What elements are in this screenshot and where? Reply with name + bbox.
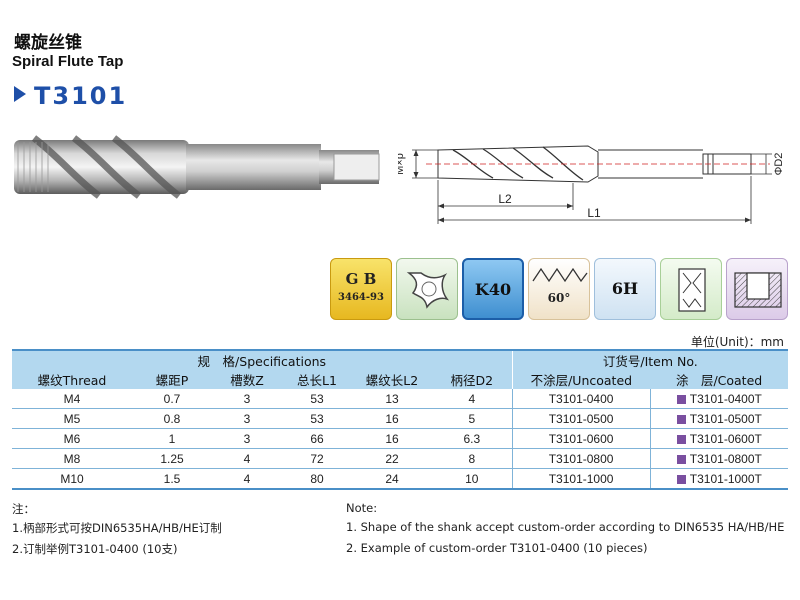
title-chinese: 螺旋丝锥 [14,33,82,53]
group-specifications: 规 格/Specifications [12,349,513,370]
coated-item-number: T3101-0800T [689,451,762,466]
table-cell: T3101-0500 [512,408,651,429]
table-cell: 4 [212,448,282,469]
table-cell: 5 [432,408,513,429]
material-badge: K40 [462,258,524,320]
standard-badge: G B 3464-93 [330,258,392,320]
coated-item-number: T3101-0400T [689,391,762,406]
table-cell: 6.3 [432,428,513,449]
table-cell: M10 [12,468,132,490]
coated-item-number: T3101-0600T [689,431,762,446]
table-cell: 80 [282,468,352,490]
table-cell: 72 [282,448,352,469]
table-cell: T3101-1000T [650,468,789,490]
table-cell: 3 [212,408,282,429]
column-header: 槽数Z [212,370,282,389]
hole-type-icon [726,258,788,320]
triangle-icon [14,86,26,102]
tolerance-value: 6H [611,279,639,298]
table-cell: 0.8 [132,408,212,429]
note-title-cn: 注： [12,502,35,516]
standard-gb: G B [345,270,377,288]
coated-item-number: T3101-0500T [689,411,762,426]
coated-marker-icon [676,474,686,484]
note-en-1: 1. Shape of the shank accept custom-orde… [346,520,785,534]
table-cell: T3101-0500T [650,408,789,429]
table-cell: M5 [12,408,132,429]
coated-marker-icon [676,394,686,404]
column-header: 不涂层/Uncoated [512,370,651,389]
material-code: K40 [474,280,512,299]
coated-item-number: T3101-1000T [689,471,762,486]
product-photo [14,135,380,199]
tolerance-badge: 6H [594,258,656,320]
table-cell: 16 [352,408,432,429]
table-cell: T3101-0800T [650,448,789,469]
spec-table: 规 格/Specifications 订货号/Item No. 螺纹Thread… [12,349,789,490]
table-cell: M6 [12,428,132,449]
table-cell: T3101-0800 [512,448,651,469]
flute-count-icon [396,258,458,320]
coated-marker-icon [676,414,686,424]
table-cell: 1.25 [132,448,212,469]
standard-code: 3464-93 [338,292,384,303]
table-cell: 4 [432,389,513,409]
column-header: 螺纹长L2 [352,370,432,389]
note-cn-1: 1.柄部形式可按DIN6535HA/HB/HE订制 [12,521,222,535]
table-cell: 53 [282,389,352,409]
column-header: 柄径D2 [432,370,513,389]
column-header: 涂 层/Coated [650,370,789,389]
unit-label: 单位(Unit)：mm [690,335,784,349]
title-english: Spiral Flute Tap [12,53,124,70]
table-cell: T3101-0600 [512,428,651,449]
label-l2: L2 [498,192,512,206]
note-title-en: Note: [346,501,378,515]
table-cell: 1 [132,428,212,449]
column-header: 总长L1 [282,370,352,389]
table-cell: 53 [282,408,352,429]
note-cn-2: 2.订制举例T3101-0400 (10支) [12,542,178,556]
note-en-2: 2. Example of custom-order T3101-0400 (1… [346,541,648,555]
coated-marker-icon [676,434,686,444]
table-cell: 13 [352,389,432,409]
group-item-number: 订货号/Item No. [512,349,789,370]
thread-angle-badge: 60° [528,258,590,320]
model-number: T3101 [14,82,127,110]
table-cell: 3 [212,389,282,409]
table-cell: 10 [432,468,513,490]
label-mxp: M×p [398,153,406,175]
table-cell: M4 [12,389,132,409]
model-code: T3101 [34,82,128,110]
table-cell: T3101-0600T [650,428,789,449]
table-cell: T3101-0400T [650,389,789,409]
label-d2: ΦD2 [773,153,785,176]
table-cell: 1.5 [132,468,212,490]
table-cell: 3 [212,428,282,449]
table-cell: M8 [12,448,132,469]
technical-drawing: M×p ΦD2 L2 L1 [398,145,785,224]
table-cell: T3101-1000 [512,468,651,490]
table-cell: 24 [352,468,432,490]
coated-marker-icon [676,454,686,464]
table-cell: 4 [212,468,282,490]
table-cell: T3101-0400 [512,389,651,409]
table-cell: 8 [432,448,513,469]
column-header: 螺纹Thread [12,370,132,389]
chamfer-type-icon [660,258,722,320]
label-l1: L1 [587,206,601,220]
table-cell: 16 [352,428,432,449]
thread-angle-value: 60° [547,291,571,305]
table-cell: 0.7 [132,389,212,409]
table-cell: 22 [352,448,432,469]
column-header: 螺距P [132,370,212,389]
table-cell: 66 [282,428,352,449]
